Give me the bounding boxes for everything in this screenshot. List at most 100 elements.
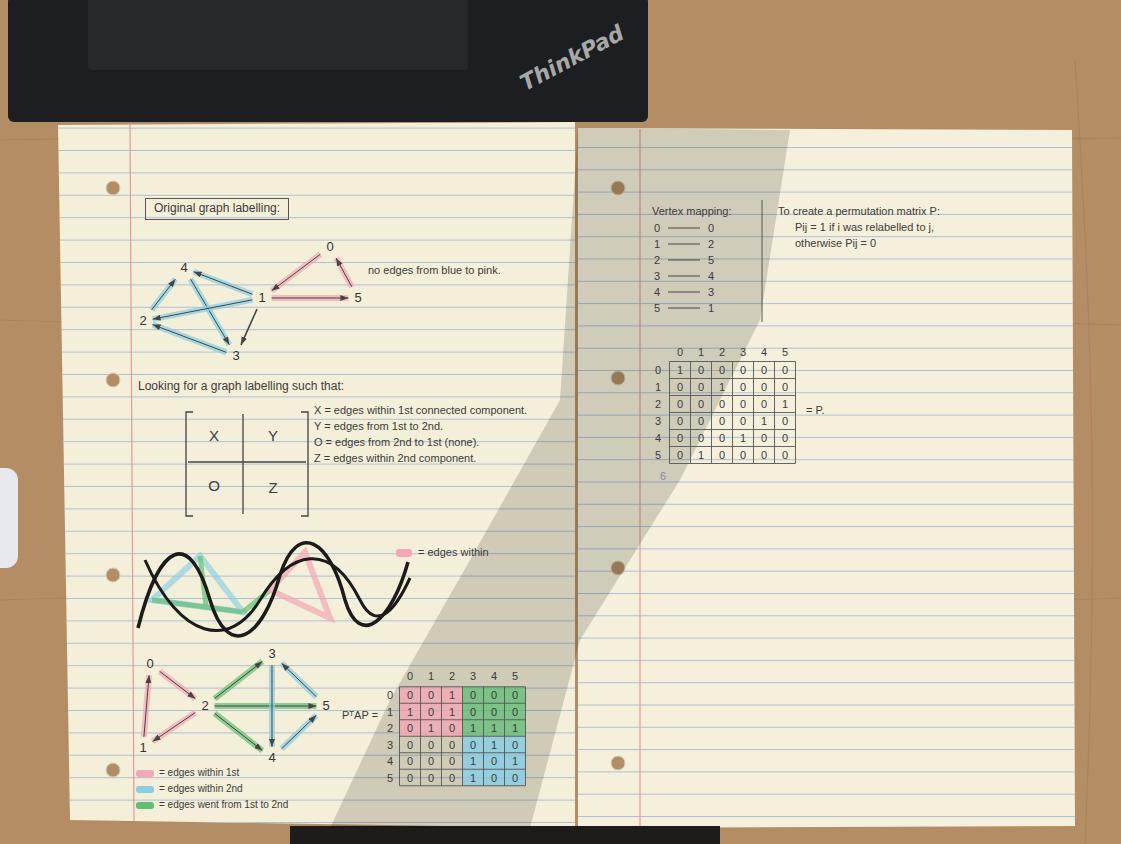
matrix-cell: 0 bbox=[719, 449, 725, 462]
graph-edge bbox=[272, 254, 321, 291]
matrix-cell: 1 bbox=[512, 755, 518, 768]
divider-line bbox=[762, 200, 763, 322]
matrix-cell: 0 bbox=[698, 364, 704, 377]
graph-edge bbox=[160, 671, 196, 698]
graph-edge bbox=[194, 272, 253, 295]
row-header: 3 bbox=[655, 415, 661, 428]
graph-edge bbox=[144, 675, 149, 737]
matrix-cell: 1 bbox=[512, 722, 518, 735]
column-header: 0 bbox=[677, 346, 683, 359]
highlighter-stroke bbox=[336, 258, 352, 287]
mapping-dashes bbox=[668, 228, 700, 308]
section-heading: Original graph labelling: bbox=[145, 198, 289, 220]
matrix-cell: 0 bbox=[740, 381, 746, 394]
matrix-cell: 1 bbox=[407, 705, 413, 718]
row-header: 2 bbox=[655, 398, 661, 411]
hand-shadow bbox=[330, 128, 790, 828]
matrix-cell: 1 bbox=[449, 705, 455, 718]
pencil-arrow bbox=[282, 715, 317, 748]
mapping-number: 2 bbox=[654, 254, 660, 267]
matrix-cell: 0 bbox=[761, 364, 767, 377]
matrix-cell: 0 bbox=[512, 771, 518, 784]
pencil-arrow bbox=[272, 297, 349, 298]
matrix-cell: 0 bbox=[428, 755, 434, 768]
matrix-cell: 0 bbox=[782, 432, 788, 445]
pencil-arrow bbox=[153, 325, 227, 353]
matrix-cell: 0 bbox=[761, 449, 767, 462]
matrix-cell: 0 bbox=[491, 755, 497, 768]
matrix-cell: 0 bbox=[740, 364, 746, 377]
graph-edge bbox=[215, 661, 263, 698]
column-header: 1 bbox=[428, 670, 434, 683]
row-header: 4 bbox=[655, 432, 661, 445]
vertex-number: 3 bbox=[232, 349, 239, 363]
graph-edge bbox=[282, 663, 317, 696]
block-letter: Y bbox=[268, 427, 278, 444]
crossed-out-graph bbox=[138, 543, 412, 636]
highlighter-stroke bbox=[194, 272, 253, 295]
mapping-number: 3 bbox=[654, 270, 660, 283]
matrix-cell: 0 bbox=[677, 432, 683, 445]
highlighter-stroke bbox=[160, 671, 196, 698]
definition-text: X = edges within 1st connected component… bbox=[314, 404, 527, 417]
vertex-number: 1 bbox=[258, 291, 265, 305]
column-header: 0 bbox=[407, 670, 413, 683]
legend-text: = edges within 2nd bbox=[159, 783, 243, 794]
pencil-arrow bbox=[241, 309, 257, 345]
matrix-shading bbox=[400, 687, 526, 786]
matrix-cell: 0 bbox=[512, 738, 518, 751]
matrix-cell: 0 bbox=[677, 381, 683, 394]
highlighter-stroke bbox=[153, 325, 227, 353]
matrix-cell: 1 bbox=[428, 722, 434, 735]
matrix-cell: 1 bbox=[677, 364, 683, 377]
matrix-cell: 0 bbox=[470, 738, 476, 751]
note-text: To create a permutation matrix P: bbox=[778, 205, 940, 218]
column-header: 5 bbox=[512, 670, 518, 683]
matrix-cell: 0 bbox=[449, 738, 455, 751]
matrix-cell: 0 bbox=[491, 705, 497, 718]
highlighter-stroke bbox=[152, 279, 176, 310]
legend-swatch bbox=[136, 802, 154, 809]
vertex-number: 4 bbox=[180, 261, 187, 275]
pencil-arrow bbox=[215, 661, 263, 698]
mapping-number: 4 bbox=[654, 286, 660, 299]
pencil-arrow bbox=[336, 258, 352, 287]
matrix-cell: 1 bbox=[449, 689, 455, 702]
mapping-number: 1 bbox=[654, 238, 660, 251]
matrix-cell: 0 bbox=[428, 738, 434, 751]
section-heading: Vertex mapping: bbox=[652, 205, 732, 218]
graph-vertex: 1 bbox=[136, 740, 149, 756]
pencil-mark: 6 bbox=[660, 470, 666, 483]
note-text: no edges from blue to pink. bbox=[368, 264, 501, 277]
pencil-arrow bbox=[194, 272, 253, 295]
matrix-cell: 0 bbox=[719, 415, 725, 428]
legend-text: = edges went from 1st to 2nd bbox=[159, 799, 288, 810]
vertex-number: 5 bbox=[354, 291, 361, 305]
column-header: 4 bbox=[761, 346, 767, 359]
graph-vertex: 2 bbox=[136, 313, 149, 329]
matrix-cell: 1 bbox=[719, 381, 725, 394]
block-matrix bbox=[186, 412, 308, 516]
matrix-cell: 0 bbox=[761, 432, 767, 445]
row-header: 2 bbox=[387, 722, 393, 735]
matrix-cell: 0 bbox=[428, 705, 434, 718]
mapping-number: 5 bbox=[654, 302, 660, 315]
block-letter: O bbox=[208, 477, 220, 494]
vertex-number: 3 bbox=[268, 647, 275, 661]
column-header: 3 bbox=[470, 670, 476, 683]
mapping-number: 4 bbox=[708, 270, 714, 283]
laptop bbox=[8, 0, 648, 122]
highlighter-stroke bbox=[215, 713, 263, 750]
matrix-cell: 0 bbox=[740, 398, 746, 411]
graph-vertex: 4 bbox=[265, 750, 278, 766]
graph-edge bbox=[282, 715, 317, 748]
matrix-cell: 1 bbox=[491, 738, 497, 751]
matrix-cell: 1 bbox=[782, 398, 788, 411]
graph-edge bbox=[215, 705, 317, 706]
matrix-cell: 0 bbox=[698, 381, 704, 394]
row-header: 4 bbox=[387, 755, 393, 768]
graph-edge bbox=[153, 713, 196, 742]
row-header: 1 bbox=[387, 705, 393, 718]
block-letter: Z bbox=[268, 479, 277, 496]
